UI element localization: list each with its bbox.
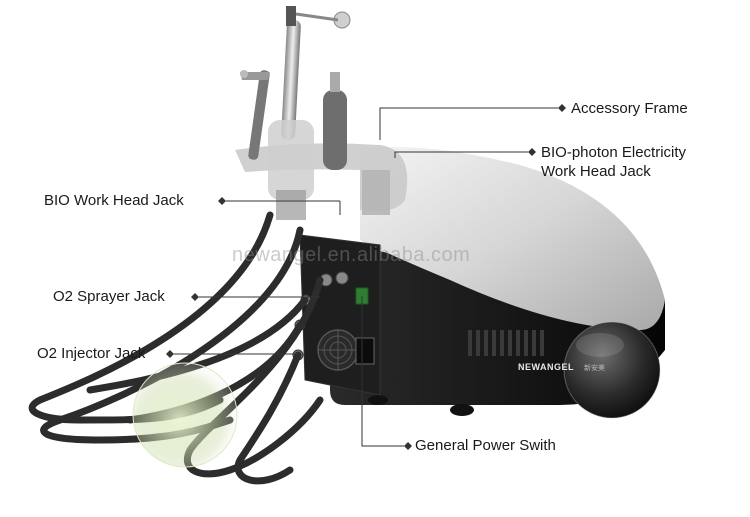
callout-bio-photon-line1: BIO-photon Electricity	[541, 144, 687, 161]
callout-general-power-switch: General Power Swith	[415, 437, 556, 454]
brand-logo: NEWANGEL	[518, 362, 575, 372]
ball-handpiece	[563, 321, 661, 419]
glass-sphere	[132, 362, 238, 468]
brand-logo-sub: 新安美	[584, 365, 605, 372]
callout-bio-photon-line2: Work Head Jack	[541, 163, 651, 180]
accessory-frame	[235, 143, 408, 215]
watermark: newangel.en.alibaba.com	[232, 244, 471, 266]
callout-o2-injector-jack: O2 Injector Jack	[37, 345, 146, 362]
callout-o2-sprayer-jack: O2 Sprayer Jack	[53, 288, 165, 305]
leader-lines	[174, 107, 558, 447]
callout-accessory-frame: Accessory Frame	[571, 100, 688, 117]
leader-markers	[166, 104, 566, 450]
callout-bio-work-head-jack: BIO Work Head Jack	[44, 192, 184, 209]
handpieces	[240, 6, 351, 220]
